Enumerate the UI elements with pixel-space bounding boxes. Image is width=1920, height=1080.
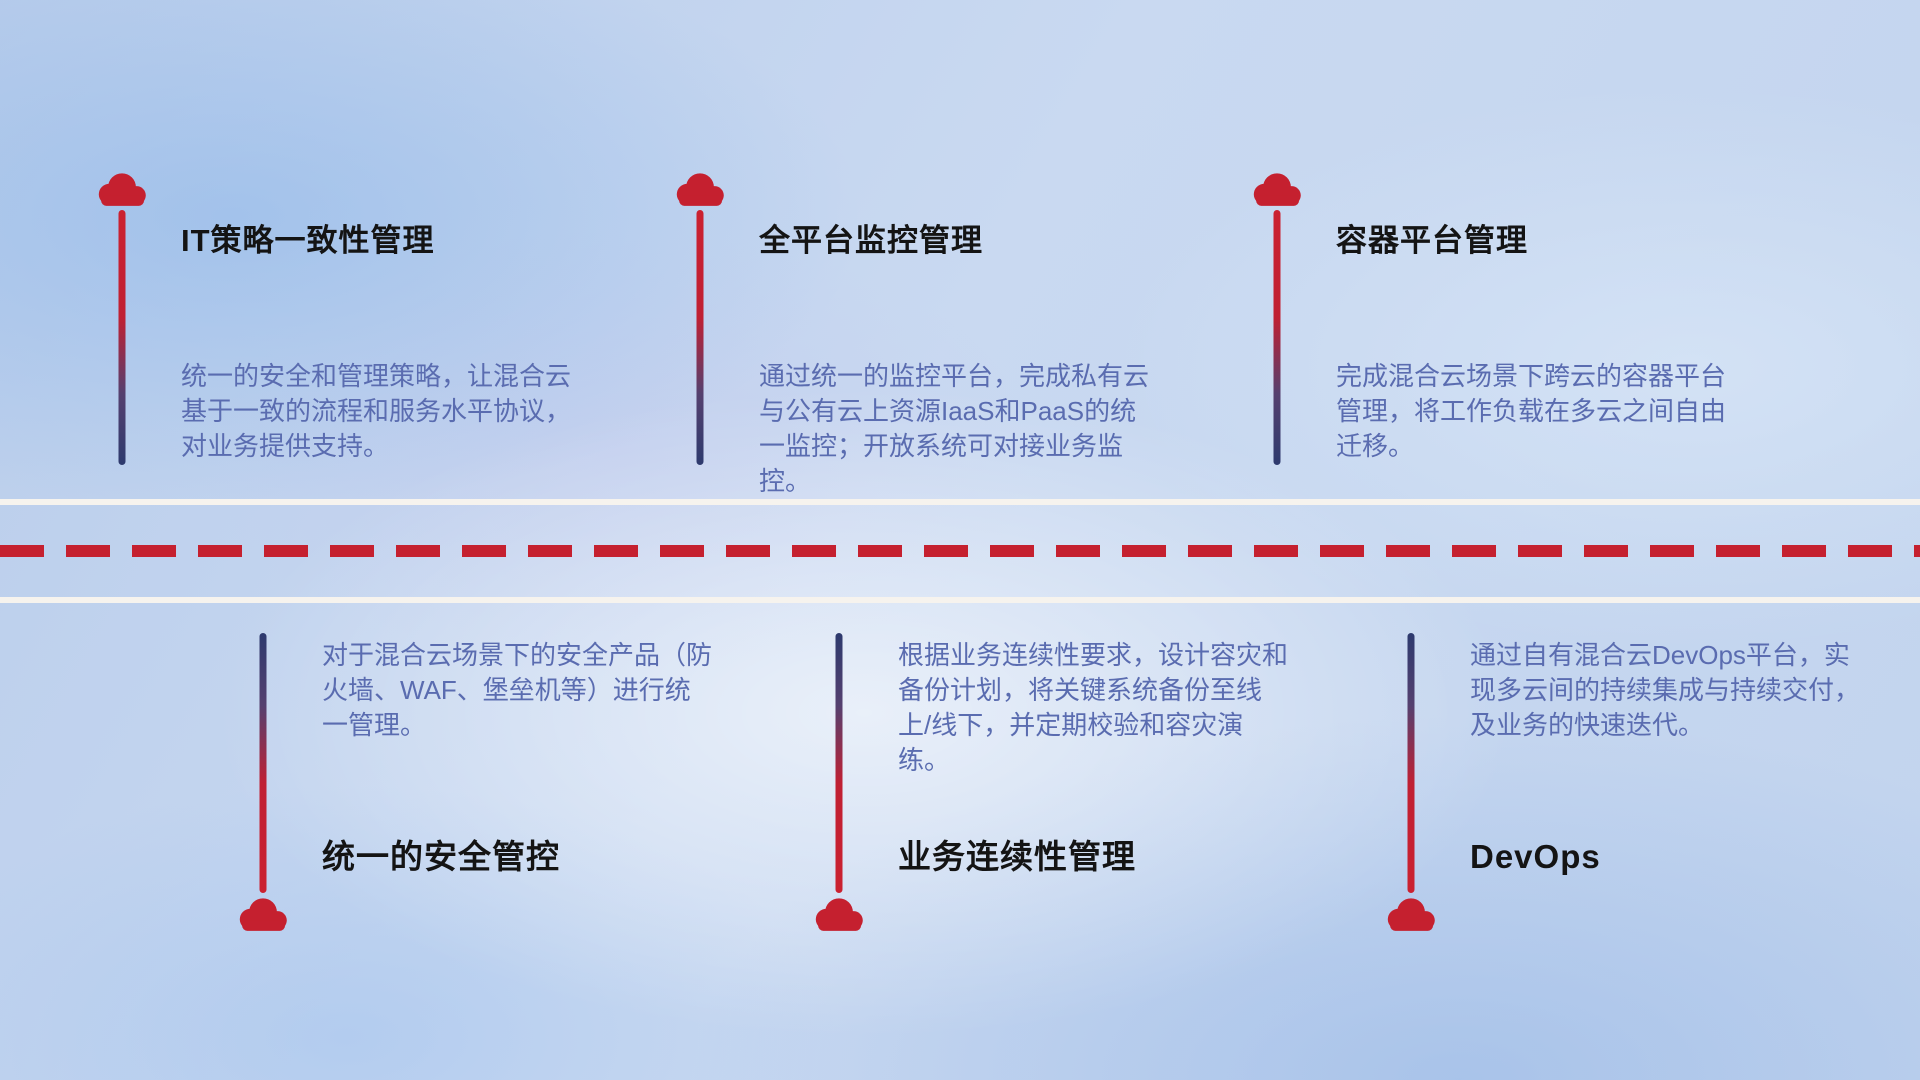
connector-line [696,210,704,465]
item-title: DevOps [1470,838,1601,875]
item-description: 通过自有混合云DevOps平台，实现多云间的持续集成与持续交付，及业务的快速迭代… [1470,640,1861,740]
connector-line [259,633,267,893]
item-description: 对于混合云场景下的安全产品（防火墙、WAF、堡垒机等）进行统一管理。 [322,640,713,740]
item-title: 容器平台管理 [1336,223,1528,258]
item-description: 完成混合云场景下跨云的容器平台管理，将工作负载在多云之间自由迁移。 [1336,361,1727,461]
item-title: 统一的安全管控 [322,838,560,875]
item-title: 全平台监控管理 [759,223,983,258]
connector-line [835,633,843,893]
cloud-icon [1248,168,1306,210]
item-title: 业务连续性管理 [898,838,1136,875]
item-title: IT策略一致性管理 [181,223,435,258]
road-line-bottom [0,597,1920,603]
cloud-icon [810,893,868,935]
connector-line [118,210,126,465]
item-description: 通过统一的监控平台，完成私有云与公有云上资源IaaS和PaaS的统一监控；开放系… [759,361,1150,496]
cloud-icon [1382,893,1440,935]
item-description: 统一的安全和管理策略，让混合云基于一致的流程和服务水平协议，对业务提供支持。 [181,361,572,461]
cloud-icon [93,168,151,210]
road-dashed-centerline [0,545,1920,557]
connector-line [1407,633,1415,893]
cloud-icon [234,893,292,935]
item-description: 根据业务连续性要求，设计容灾和备份计划，将关键系统备份至线上/线下，并定期校验和… [898,640,1289,775]
road-line-top [0,499,1920,505]
connector-line [1273,210,1281,465]
cloud-icon [671,168,729,210]
